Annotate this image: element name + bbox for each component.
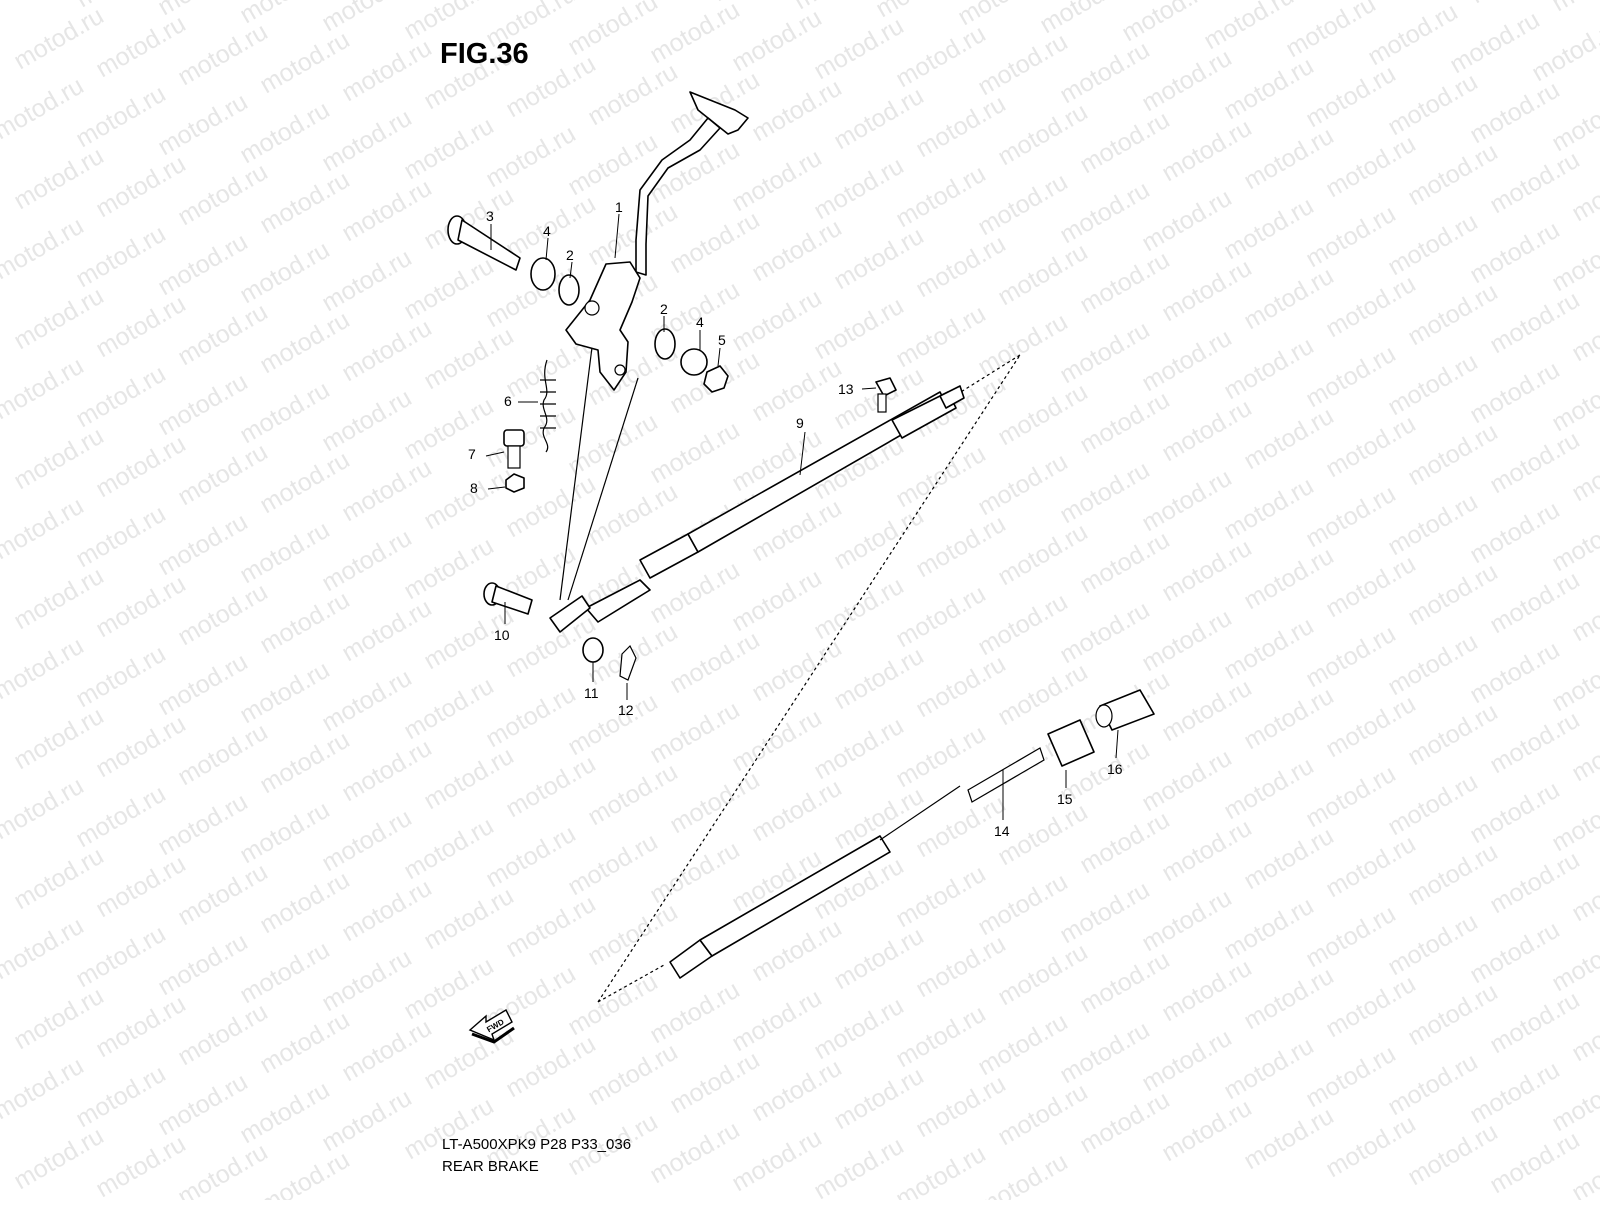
callout-2: 2 [566,247,574,263]
cable-sleeve [1047,719,1095,767]
watermark-text: motod.ru [1199,0,1298,55]
watermark-text: motod.ru [891,1140,990,1200]
callout-9: 9 [796,415,804,431]
seal [558,274,580,306]
clevis-pin [483,582,533,615]
cable-joint [549,595,591,633]
watermark-text: motod.ru [1383,0,1482,1]
watermark-text: motod.ru [563,0,662,61]
callout-7: 7 [468,446,476,462]
return-spring [542,359,549,453]
callout-6: 6 [504,393,512,409]
figure-title: FIG.36 [440,38,529,70]
callout-leaders [485,213,1119,820]
watermark-text: motod.ru [1465,0,1564,9]
callout-4b: 4 [696,314,704,330]
callout-1: 1 [615,199,623,215]
callout-4: 4 [543,223,551,239]
callout-5: 5 [718,332,726,348]
callout-12: 12 [618,702,634,718]
bolt-shank [507,445,521,469]
callout-15: 15 [1057,791,1073,807]
leader-line [559,299,599,601]
watermark-text: motod.ru [1547,0,1600,17]
brake-cable-housing [585,385,965,623]
callout-labels: 1 2 2 3 4 4 5 6 7 8 9 10 11 12 13 14 15 … [468,199,1123,839]
callout-2b: 2 [660,301,668,317]
nut [703,365,729,393]
watermark-text: motod.ru [0,0,88,5]
brake-pedal [565,91,749,391]
callout-14: 14 [994,823,1010,839]
watermark-text: motod.ru [1281,0,1380,63]
bolt [503,429,525,447]
cotter-clip [619,644,637,681]
nut [505,473,525,493]
callout-16: 16 [1107,761,1123,777]
watermark-text: motod.ru [255,1146,354,1200]
section-name: REAR BRAKE [442,1158,539,1175]
leader-line [567,377,639,601]
bushing [530,257,556,291]
seal [654,328,676,360]
callout-11: 11 [584,685,599,701]
clamp-bolt [875,377,897,413]
callout-10: 10 [494,627,510,643]
callout-8: 8 [470,480,478,496]
bushing [680,348,708,376]
pivot-bolt [447,215,521,271]
callout-13: 13 [838,381,854,397]
callout-3: 3 [486,208,494,224]
watermark-text: motod.ru [173,1138,272,1200]
model-code: LT-A500XPK9 P28 P33_036 [442,1136,632,1153]
return-spring-coils [540,379,556,429]
watermark-text: motod.ru [973,1148,1072,1200]
inner-brake-cable [669,747,1045,979]
washer [582,637,604,663]
cable-end-fitting [1095,689,1155,731]
